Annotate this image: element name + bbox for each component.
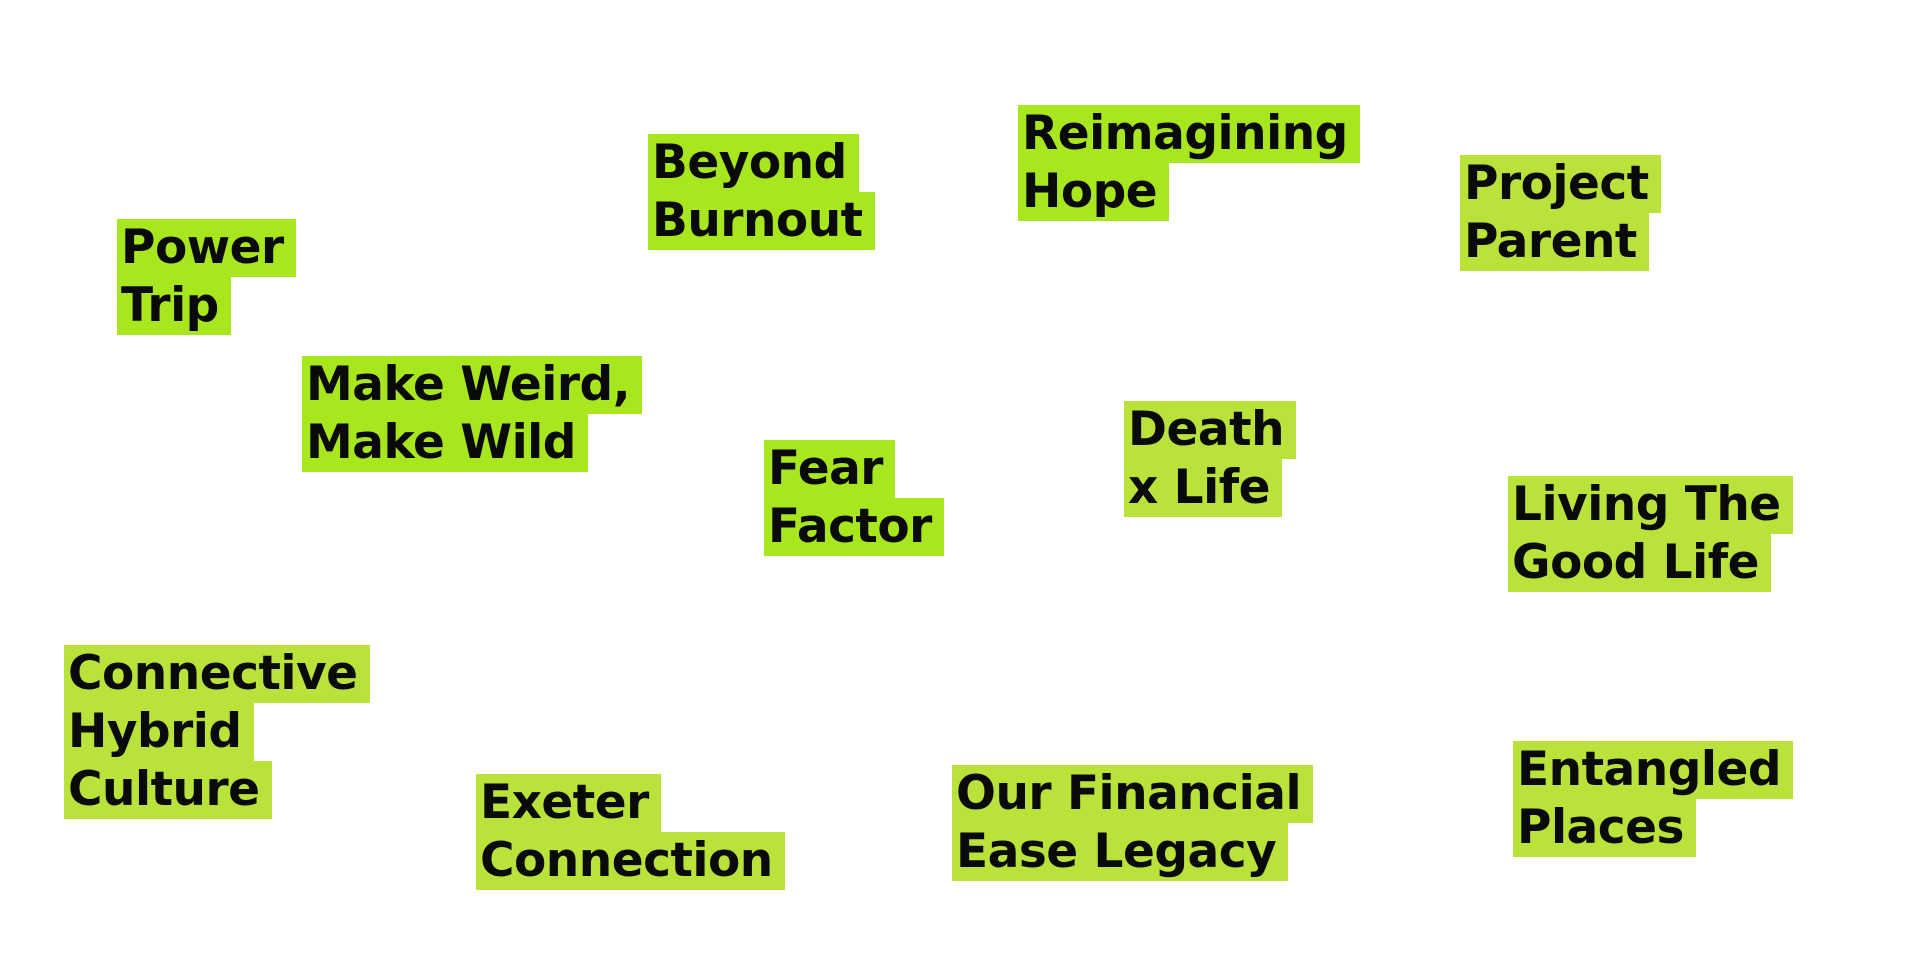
tile-death-x-life[interactable]: Death x Life (1124, 401, 1297, 517)
tile-exeter-connection[interactable]: Exeter Connection (476, 774, 785, 890)
tile-line: Project (1460, 155, 1661, 213)
tile-project-parent[interactable]: Project Parent (1460, 155, 1661, 271)
tile-line: Hybrid (64, 703, 254, 761)
tile-line: Parent (1460, 213, 1649, 271)
tile-line: Our Financial (952, 765, 1314, 823)
tile-line: Death (1124, 401, 1297, 459)
tile-power-trip[interactable]: Power Trip (117, 219, 296, 335)
tile-entangled-places[interactable]: Entangled Places (1513, 741, 1793, 857)
tile-line: Fear (764, 440, 895, 498)
tile-line: Reimagining (1018, 105, 1360, 163)
tile-our-financial-ease-legacy[interactable]: Our Financial Ease Legacy (952, 765, 1314, 881)
tile-line: Ease Legacy (952, 823, 1289, 881)
tile-line: Connective (64, 645, 370, 703)
tile-line: Living The (1508, 476, 1793, 534)
tile-make-weird-make-wild[interactable]: Make Weird, Make Wild (302, 356, 643, 472)
tile-line: Power (117, 219, 296, 277)
tile-line: Culture (64, 761, 272, 819)
tile-line: Connection (476, 832, 785, 890)
tile-line: Trip (117, 277, 231, 335)
tile-line: Factor (764, 498, 944, 556)
tile-reimagining-hope[interactable]: Reimagining Hope (1018, 105, 1360, 221)
tile-line: Make Wild (302, 414, 588, 472)
tile-beyond-burnout[interactable]: Beyond Burnout (648, 134, 875, 250)
tile-connective-hybrid-culture[interactable]: Connective Hybrid Culture (64, 645, 370, 819)
tile-line: Exeter (476, 774, 661, 832)
tile-living-the-good-life[interactable]: Living The Good Life (1508, 476, 1793, 592)
tile-fear-factor[interactable]: Fear Factor (764, 440, 944, 556)
tile-line: Make Weird, (302, 356, 643, 414)
tile-line: Burnout (648, 192, 875, 250)
tile-line: x Life (1124, 459, 1283, 517)
tile-line: Beyond (648, 134, 859, 192)
tile-line: Entangled (1513, 741, 1793, 799)
tile-line: Places (1513, 799, 1696, 857)
tile-line: Good Life (1508, 534, 1772, 592)
tile-line: Hope (1018, 163, 1170, 221)
